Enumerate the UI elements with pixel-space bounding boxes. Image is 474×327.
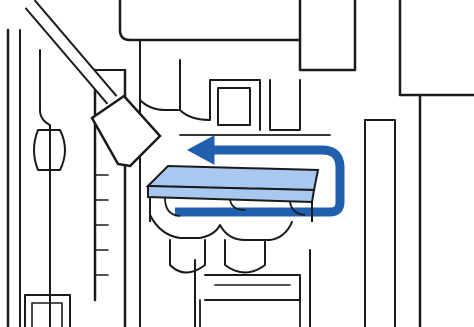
center-left-curve: [140, 100, 180, 110]
upper-mechanism: [180, 60, 260, 130]
housing-right-panel: [365, 120, 395, 327]
cap-legs: [200, 300, 300, 327]
cleaning-stick-icon: [0, 0, 160, 166]
stick-handle: [30, 4, 112, 100]
rail-teeth: [95, 175, 108, 275]
upper-window: [218, 88, 250, 125]
cap-assembly-top: [150, 215, 292, 240]
housing-top-frame: [120, 0, 300, 40]
cap-right: [225, 240, 265, 273]
housing-top-block: [300, 0, 355, 70]
arrow-head: [188, 136, 214, 164]
cap-left: [170, 240, 205, 273]
wiper-front-face: [148, 186, 314, 202]
housing-right-upper: [400, 0, 474, 95]
printer-housing: [8, 0, 474, 327]
left-bracket: [40, 50, 50, 327]
bottom-left-slot-inner: [32, 303, 62, 327]
upper-side-block: [270, 80, 300, 130]
cap-base: [205, 275, 300, 300]
